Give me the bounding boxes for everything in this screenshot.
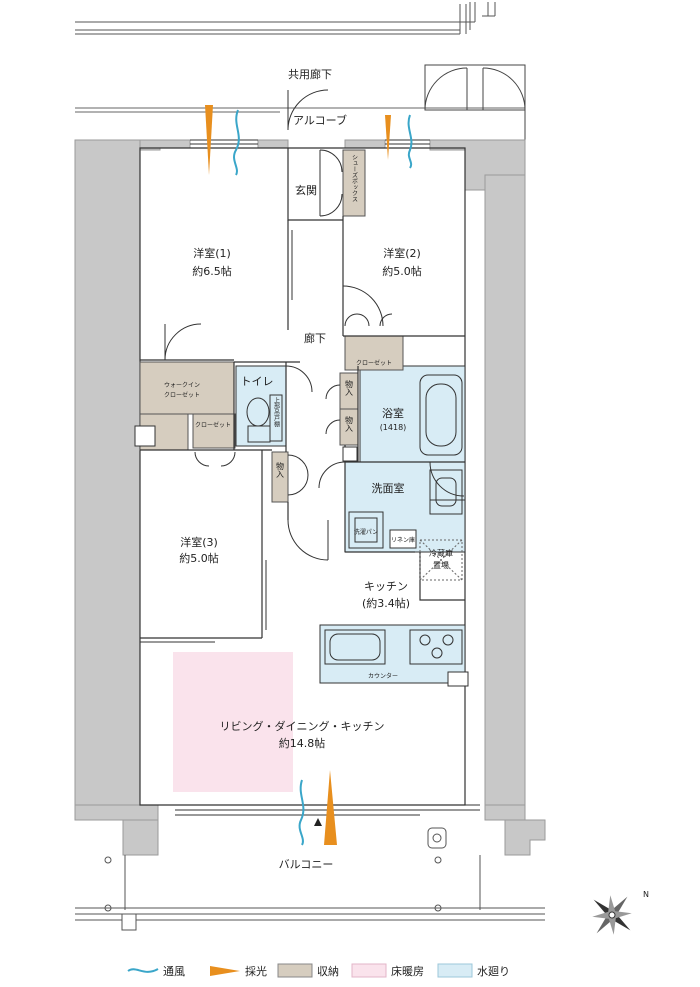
alcove-label: アルコーブ xyxy=(293,113,347,127)
fridge-space xyxy=(419,539,463,581)
ventilation-arrow-top-right xyxy=(407,114,413,169)
balcony-entry-marker xyxy=(314,818,322,826)
fridge-label-2: 置場 xyxy=(433,560,449,570)
washroom-label: 洗面室 xyxy=(372,481,405,495)
stove-cooktop xyxy=(409,629,463,665)
room3-size: 約5.0帖 xyxy=(179,551,219,565)
laundry-pan-label: 洗濯パン xyxy=(354,528,378,536)
toilet-storage-label: 上部吊戸棚 xyxy=(273,396,280,428)
legend-ventilation-swatch xyxy=(127,968,159,973)
legend: 通風 採光 収納 床暖房 水廻り xyxy=(127,963,510,978)
counter-end-box xyxy=(447,671,469,687)
legend-daylight-swatch xyxy=(210,966,240,976)
alcove-gate xyxy=(424,64,526,141)
daylight-arrow-top-right xyxy=(385,115,391,160)
legend-storage-label: 収納 xyxy=(317,965,339,978)
closet-small-label: クローゼット xyxy=(195,421,231,429)
bath-floor xyxy=(359,365,466,463)
counter-label: カウンター xyxy=(368,672,398,680)
hallway-label: 廊下 xyxy=(304,331,326,345)
closet-room2-label: クローゼット xyxy=(356,359,392,367)
common-corridor-label: 共用廊下 xyxy=(288,67,332,81)
north-label: N xyxy=(643,890,649,899)
compass-icon xyxy=(592,895,632,935)
utility-box-center xyxy=(342,446,358,462)
legend-water-swatch xyxy=(437,963,473,978)
shoe-box-label: シューズボックス xyxy=(351,154,358,202)
structural-walls xyxy=(74,139,546,856)
kitchen-sink xyxy=(324,629,386,665)
partitions xyxy=(140,148,465,639)
toilet-fixture xyxy=(246,394,283,443)
floor-heating-zone xyxy=(173,652,293,792)
utility-box-left xyxy=(134,425,156,447)
linen-label: リネン庫 xyxy=(391,536,415,544)
ventilation-arrow-bottom xyxy=(298,779,305,846)
storage-label-2: 物入 xyxy=(345,415,354,432)
bath-label: 浴室 xyxy=(382,406,404,420)
walkin-closet-label-2: クローゼット xyxy=(164,391,200,399)
bathtub xyxy=(419,374,463,456)
kitchen-counter-zone xyxy=(319,624,466,684)
room1-name: 洋室(1) xyxy=(193,246,231,260)
doors xyxy=(164,89,465,561)
legend-storage-swatch xyxy=(277,963,313,978)
balcony-rail xyxy=(75,827,545,931)
top-railing xyxy=(75,2,496,35)
room3-name: 洋室(3) xyxy=(180,535,218,549)
room2-name: 洋室(2) xyxy=(383,246,421,260)
balcony-label: バルコニー xyxy=(279,858,334,871)
toilet-label: トイレ xyxy=(241,375,274,388)
ldk-size: 約14.8帖 xyxy=(279,736,326,750)
room2-size: 約5.0帖 xyxy=(382,264,422,278)
storage-label-3: 物入 xyxy=(276,461,285,478)
fridge-label-1: 冷蔵庫 xyxy=(429,548,453,558)
kitchen-label: キッチン xyxy=(364,580,408,593)
kitchen-size: (約3.4帖) xyxy=(362,596,410,610)
ventilation-arrow-top-left xyxy=(233,109,240,176)
legend-ventilation-label: 通風 xyxy=(163,965,185,978)
daylight-arrow-top-left xyxy=(205,105,213,175)
ldk-label: リビング・ダイニング・キッチン xyxy=(220,719,385,733)
bath-size: (1418) xyxy=(380,423,407,432)
laundry-pan-fixture xyxy=(348,511,384,549)
linen-storage-box xyxy=(389,529,417,549)
legend-water-label: 水廻り xyxy=(477,965,510,978)
legend-daylight-label: 採光 xyxy=(245,964,267,978)
room1-size: 約6.5帖 xyxy=(192,264,232,278)
walkin-closet-label-1: ウォークイン xyxy=(164,381,200,389)
entrance-label: 玄関 xyxy=(295,183,317,197)
legend-floorheating-swatch xyxy=(351,963,387,978)
daylight-arrow-bottom xyxy=(324,770,337,845)
common-corridor-line xyxy=(75,107,525,113)
storage-areas xyxy=(139,149,404,503)
storage-label-1: 物入 xyxy=(345,379,354,396)
legend-floorheating-label: 床暖房 xyxy=(391,964,424,978)
wash-basin xyxy=(429,469,463,515)
